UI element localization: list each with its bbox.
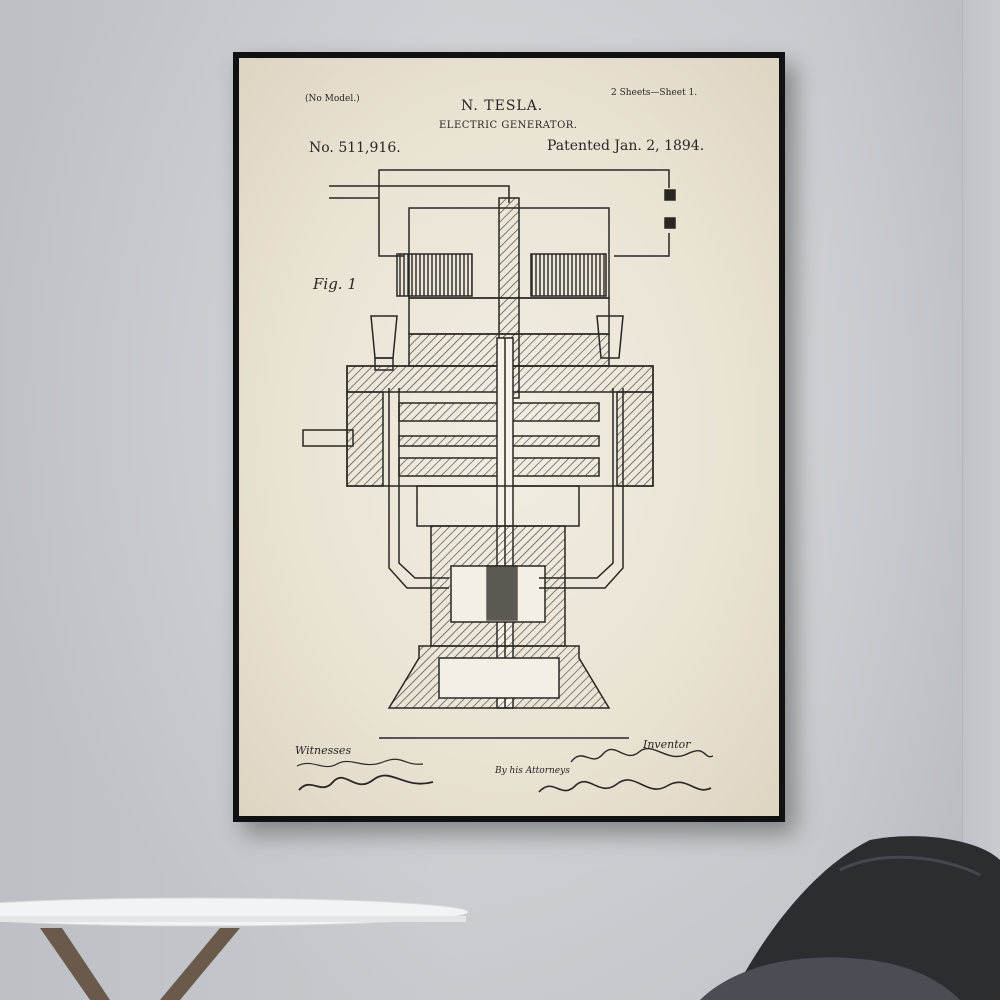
patent-date: Patented Jan. 2, 1894. [547, 138, 705, 154]
inventor-label: Inventor [643, 738, 691, 751]
patent-title: ELECTRIC GENERATOR. [439, 120, 578, 131]
wall-corner [962, 0, 1000, 1000]
inventor-name-heading: N. TESLA. [461, 98, 544, 114]
figure-label: Fig. 1 [313, 275, 357, 293]
generator-drawing [302, 169, 676, 739]
witnesses-label: Witnesses [295, 744, 352, 757]
witness-signatures [296, 758, 434, 791]
patent-number: No. 511,916. [309, 140, 401, 156]
attorney-signature [538, 779, 712, 793]
office-chair [700, 836, 1000, 1000]
attorneys-label: By his Attorneys [495, 766, 570, 776]
side-table [0, 897, 469, 1000]
sheets-label: 2 Sheets—Sheet 1. [611, 88, 698, 98]
inventor-signature [570, 747, 714, 763]
no-model-label: (No Model.) [305, 94, 360, 104]
patent-poster: (No Model.) 2 Sheets—Sheet 1. N. TESLA. … [239, 58, 779, 816]
